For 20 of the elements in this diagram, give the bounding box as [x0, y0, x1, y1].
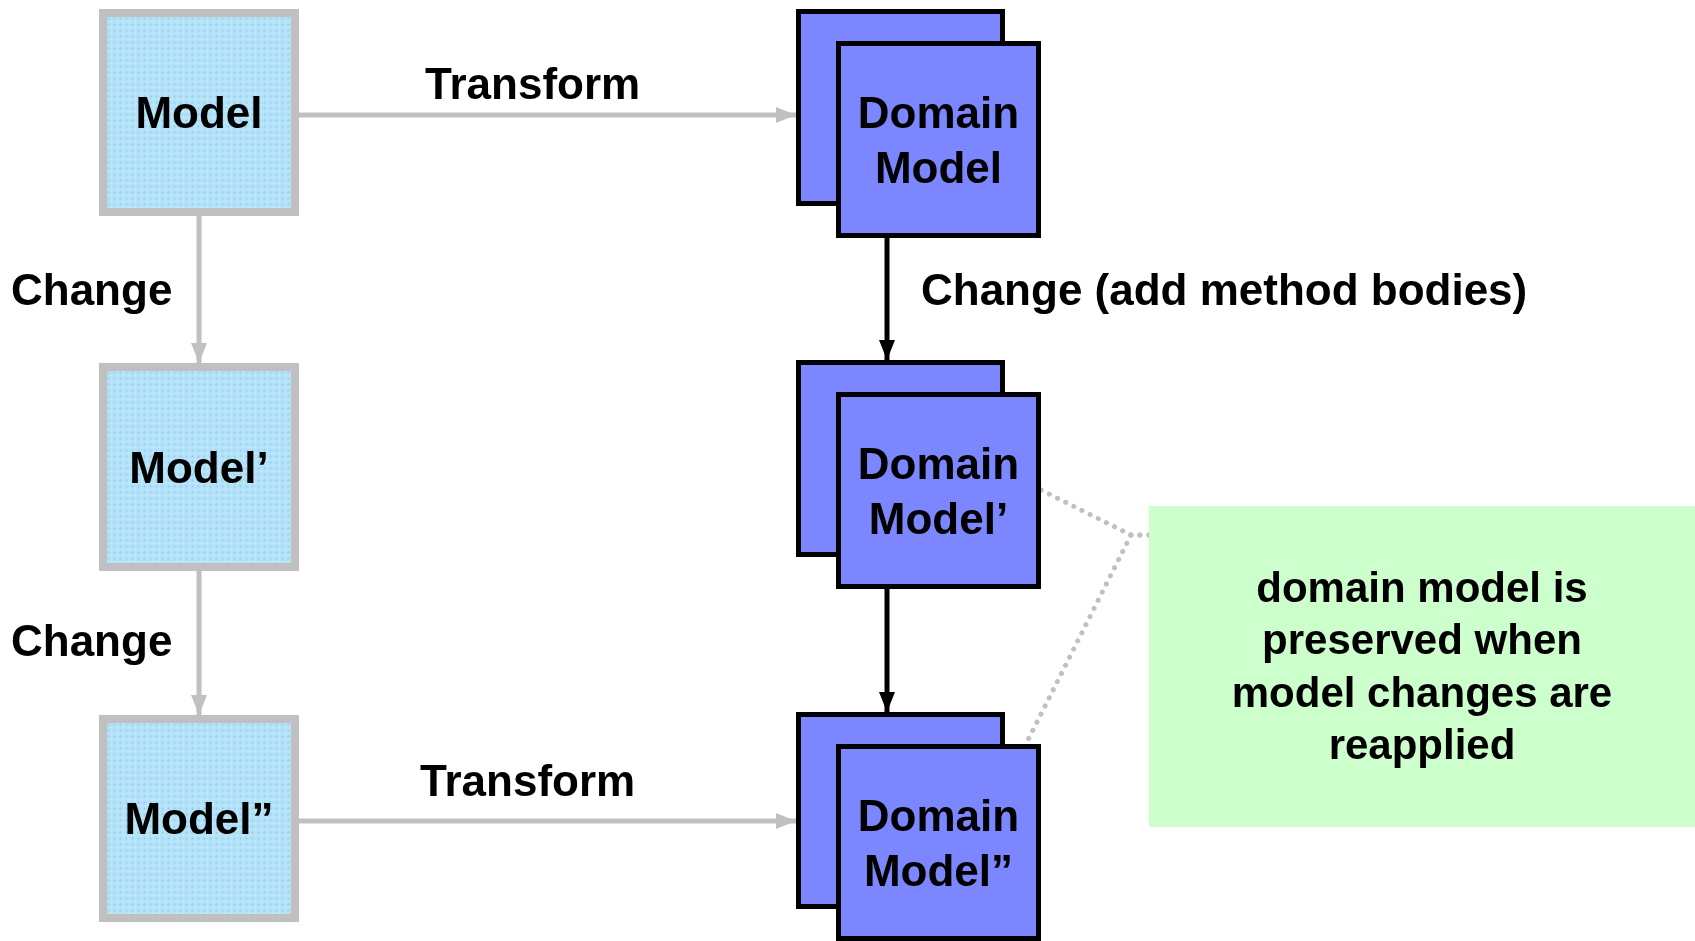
- node-label: Domain Model: [856, 86, 1021, 194]
- model-box: [99, 715, 299, 922]
- stacked-model-box: [796, 712, 1041, 941]
- arrow: [191, 571, 207, 715]
- arrow: [299, 107, 796, 123]
- model-box: [99, 363, 299, 571]
- node-label: Model: [135, 87, 263, 139]
- node-label: Domain Model’: [856, 437, 1021, 545]
- arrow: [191, 216, 207, 363]
- arrow: [879, 238, 895, 360]
- model-box: [99, 9, 299, 216]
- note-box: [1149, 506, 1695, 827]
- arrow: [299, 813, 796, 829]
- stacked-model-box: [796, 360, 1041, 589]
- note-text: domain model is preserved when model changes are reapplied: [1230, 562, 1614, 770]
- node-label: Model”: [124, 793, 274, 845]
- node-label: Model’: [129, 441, 269, 494]
- arrow: [879, 589, 895, 712]
- stacked-model-box: [796, 9, 1041, 238]
- node-label: Domain Model”: [856, 789, 1021, 897]
